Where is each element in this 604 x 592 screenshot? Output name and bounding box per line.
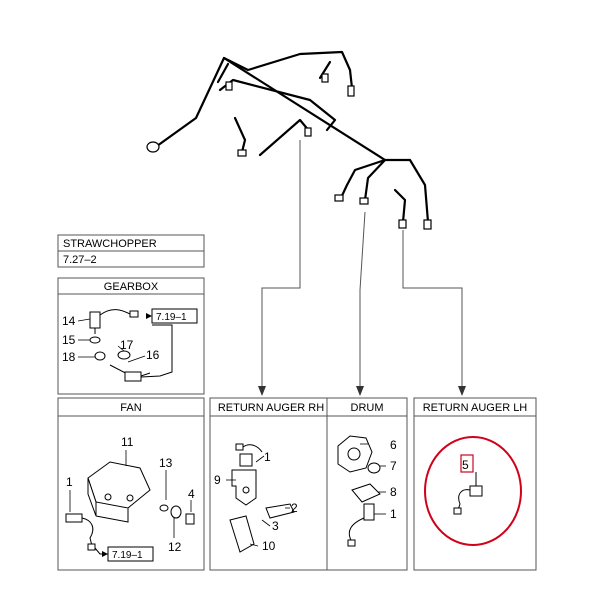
fan-bracket bbox=[87, 461, 151, 523]
part-number-1: 1 bbox=[66, 475, 73, 489]
harness-plug bbox=[146, 141, 160, 153]
lh-sensor bbox=[453, 472, 483, 515]
part-number-1: 1 bbox=[264, 450, 271, 464]
harness-plug bbox=[237, 149, 247, 157]
fan-title: FAN bbox=[120, 402, 141, 414]
part-number-4: 4 bbox=[188, 487, 195, 501]
harness-plug bbox=[423, 219, 432, 230]
return-auger-lh-box: RETURN AUGER LH 5 bbox=[413, 397, 537, 571]
return-auger-rh-box: RETURN AUGER RH 1 9 2 3 10 bbox=[209, 397, 334, 571]
fan-ref[interactable]: 7.19–1 bbox=[112, 550, 143, 561]
strawchopper-ref[interactable]: 7.27–2 bbox=[63, 254, 97, 266]
part-highlight-box bbox=[460, 454, 474, 473]
gearbox-box: GEARBOX 7.19–1 14 15 18 bbox=[57, 277, 205, 395]
return-auger-rh-title: RETURN AUGER RH bbox=[218, 402, 324, 414]
leader-lines bbox=[261, 140, 463, 392]
harness-plug bbox=[334, 194, 344, 202]
harness-plug bbox=[398, 219, 407, 229]
drum-title: DRUM bbox=[351, 402, 384, 414]
part-number-18: 18 bbox=[62, 350, 76, 364]
part-number-13: 13 bbox=[159, 456, 173, 470]
part-number-7: 7 bbox=[390, 459, 397, 473]
strawchopper-box: STRAWCHOPPER 7.27–2 bbox=[57, 234, 205, 268]
harness-plug bbox=[304, 127, 312, 137]
part-number-6: 6 bbox=[390, 438, 397, 452]
harness-plug bbox=[359, 197, 369, 205]
leader-arrowheads bbox=[258, 386, 466, 396]
harness-connectors bbox=[146, 73, 432, 230]
harness-plug bbox=[321, 73, 329, 83]
highlight-circle bbox=[424, 436, 522, 546]
part-number-11: 11 bbox=[121, 435, 134, 449]
wiring-harness bbox=[155, 50, 430, 224]
fan-bolt-set bbox=[159, 504, 195, 525]
drum-box: DRUM 6 7 8 1 bbox=[326, 397, 408, 571]
fan-box: FAN 7.19–1 bbox=[57, 397, 205, 571]
gearbox-ref-box[interactable]: 7.19–1 bbox=[146, 308, 198, 324]
part-number-16: 16 bbox=[146, 348, 160, 362]
gearbox-title: GEARBOX bbox=[104, 281, 159, 293]
part-number-14: 14 bbox=[62, 314, 76, 328]
part-number-9: 9 bbox=[214, 473, 221, 487]
part-number-8: 8 bbox=[390, 485, 397, 499]
part-number-17: 17 bbox=[120, 338, 134, 352]
harness-plug bbox=[347, 85, 355, 97]
return-auger-lh-title: RETURN AUGER LH bbox=[423, 402, 528, 414]
strawchopper-title: STRAWCHOPPER bbox=[63, 238, 157, 250]
drum-parts bbox=[337, 435, 381, 547]
part-number-12: 12 bbox=[168, 540, 182, 554]
part-number-5: 5 bbox=[462, 458, 469, 472]
gearbox-ref[interactable]: 7.19–1 bbox=[156, 312, 187, 323]
part-number-3: 3 bbox=[272, 519, 279, 533]
part-number-15: 15 bbox=[62, 333, 76, 347]
rh-sensor bbox=[229, 443, 295, 553]
harness-plug bbox=[225, 81, 233, 91]
part-number-10: 10 bbox=[262, 539, 276, 553]
part-number-1: 1 bbox=[390, 507, 397, 521]
part-number-2: 2 bbox=[291, 501, 298, 515]
fan-ref-box[interactable]: 7.19–1 bbox=[102, 546, 154, 562]
